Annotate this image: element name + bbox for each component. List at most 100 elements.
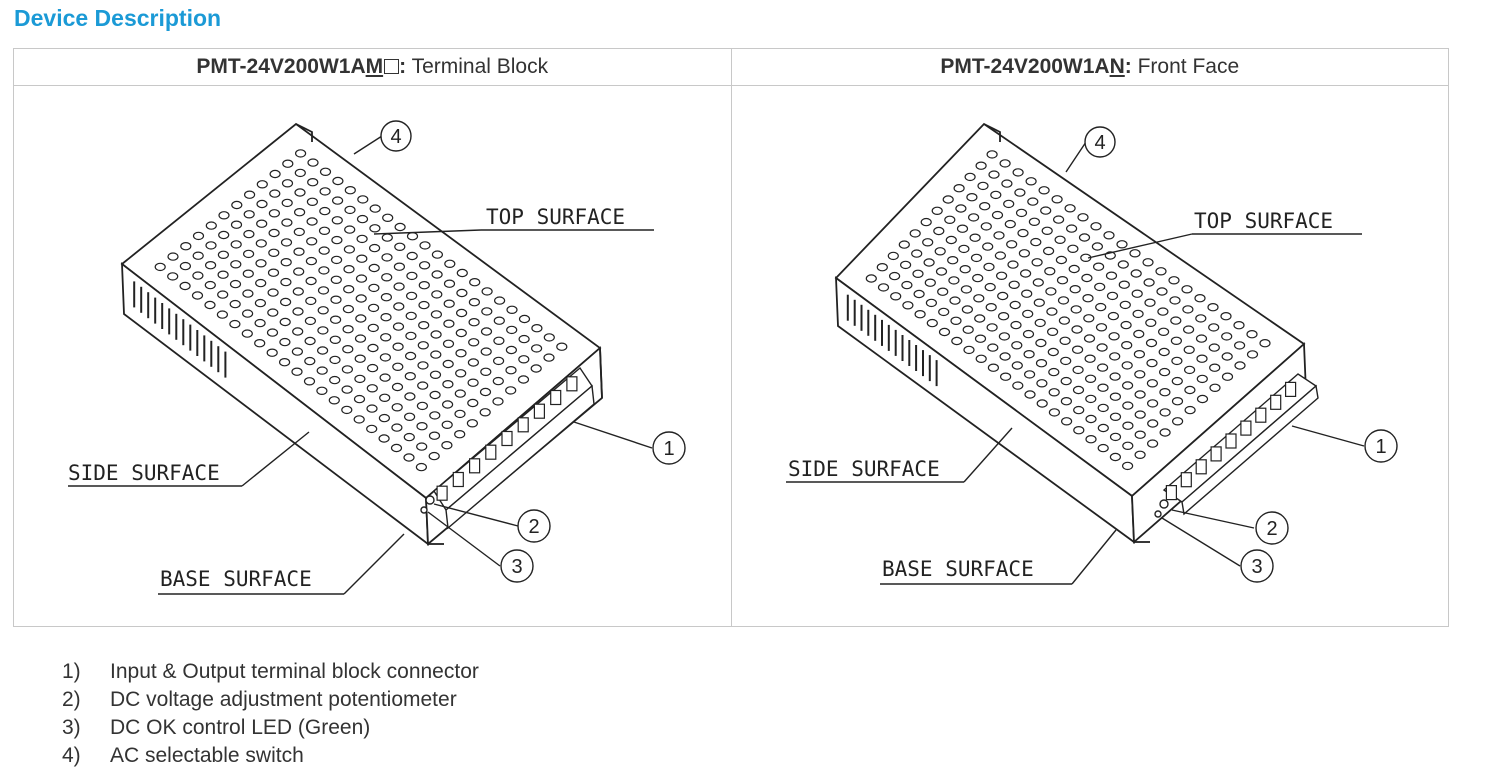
vent-hole xyxy=(543,333,555,342)
vent-hole xyxy=(331,216,343,225)
vent-hole xyxy=(1146,379,1158,388)
vent-hole xyxy=(1002,199,1014,209)
vent-hole xyxy=(530,364,542,373)
vent-hole xyxy=(962,325,974,334)
vent-hole xyxy=(344,225,356,234)
vent-hole xyxy=(980,222,992,231)
vent-hole xyxy=(468,317,480,327)
vent-hole xyxy=(403,453,415,462)
device-description-table: PMT-24V200W1AM: Terminal Block PMT-24V20… xyxy=(13,48,1449,627)
vent-hole xyxy=(1078,233,1090,242)
terminal-screw xyxy=(1224,433,1237,449)
vent-hole xyxy=(911,269,924,278)
vent-hole xyxy=(1143,298,1156,307)
vent-hole xyxy=(406,291,418,301)
vent-hole xyxy=(154,262,166,272)
vent-hole xyxy=(950,336,962,346)
vent-hole xyxy=(392,322,405,331)
vent-hole xyxy=(291,367,303,376)
vent-hole xyxy=(961,305,973,314)
callout-2: 2 xyxy=(1266,518,1277,540)
vent-hole xyxy=(1158,367,1170,377)
vent-hole xyxy=(368,303,380,313)
vent-hole xyxy=(995,271,1007,280)
model-prefix: PMT-24V200W1A xyxy=(940,55,1110,78)
vent-hole xyxy=(306,197,318,207)
vent-hole xyxy=(305,296,317,306)
vent-hole xyxy=(268,248,280,257)
vent-hole xyxy=(1072,405,1084,415)
vent-hole xyxy=(356,234,368,244)
vent-hole xyxy=(1094,302,1106,312)
vent-hole xyxy=(218,211,230,220)
vent-hole xyxy=(391,403,403,412)
vent-hole xyxy=(379,373,391,382)
vent-hole xyxy=(418,320,430,330)
model-suffix: N xyxy=(1109,55,1125,78)
terminal-screw xyxy=(469,458,481,474)
vent-hole xyxy=(1158,347,1170,357)
vent-hole xyxy=(344,185,356,195)
vent-hole xyxy=(1060,417,1072,426)
vent-hole xyxy=(304,316,316,326)
vent-hole xyxy=(469,277,481,287)
vent-hole xyxy=(1066,244,1078,253)
vent-hole xyxy=(255,278,267,288)
vent-hole xyxy=(381,273,393,282)
callout-2: 2 xyxy=(528,516,539,538)
vent-hole xyxy=(1109,392,1121,401)
vent-hole xyxy=(1045,307,1057,316)
vent-hole xyxy=(331,235,343,245)
vent-hole xyxy=(242,289,254,298)
vent-hole xyxy=(1169,316,1181,325)
vent-hole xyxy=(180,241,192,251)
vent-hole xyxy=(1019,269,1031,278)
potentiometer xyxy=(420,495,435,514)
vent-hole xyxy=(443,279,456,288)
vent-hole xyxy=(367,343,379,353)
vent-hole xyxy=(280,297,292,307)
vent-hole xyxy=(1232,320,1245,330)
vent-hole xyxy=(1168,296,1181,305)
vent-hole xyxy=(1145,358,1158,368)
vent-hole xyxy=(1097,403,1109,413)
vent-hole xyxy=(282,159,294,168)
vent-hole xyxy=(281,179,294,188)
vent-hole xyxy=(431,290,443,299)
vent-hole xyxy=(479,408,491,417)
vent-hole xyxy=(1158,388,1170,397)
vent-hole xyxy=(1219,311,1232,321)
vent-hole xyxy=(1093,282,1105,292)
vent-hole xyxy=(479,387,492,397)
vent-hole xyxy=(394,222,406,232)
vent-hole xyxy=(924,278,936,287)
vent-hole xyxy=(1026,197,1038,206)
vent-hole xyxy=(418,300,430,310)
vent-hole xyxy=(319,206,331,216)
vent-hole xyxy=(984,282,996,292)
vent-hole xyxy=(268,228,280,238)
vent-hole xyxy=(1055,255,1067,265)
vent-hole xyxy=(1008,280,1020,289)
model-code: PMT-24V200W1AN: xyxy=(940,55,1131,78)
vent-hole xyxy=(391,423,403,432)
vent-hole xyxy=(331,255,343,265)
vent-hole xyxy=(1015,208,1027,218)
terminal-screw xyxy=(501,430,513,447)
vent-hole xyxy=(1207,323,1219,332)
vent-hole xyxy=(229,319,241,329)
vent-hole xyxy=(1006,260,1019,269)
vent-hole xyxy=(393,262,405,271)
vent-hole xyxy=(366,424,378,434)
vent-hole xyxy=(1032,278,1044,287)
vent-hole xyxy=(1034,338,1046,348)
drawing-cell-terminal-block: TOP SURFACE SIDE SURFACE BASE SURFACE 4 … xyxy=(13,85,732,627)
vent-hole xyxy=(1029,237,1041,247)
vent-hole xyxy=(505,386,517,395)
vent-hole xyxy=(506,325,518,335)
vent-hole xyxy=(382,213,394,222)
vent-hole xyxy=(406,251,418,261)
vent-hole xyxy=(1033,298,1045,307)
vent-hole xyxy=(443,299,455,308)
top-vent-holes xyxy=(865,150,1271,471)
